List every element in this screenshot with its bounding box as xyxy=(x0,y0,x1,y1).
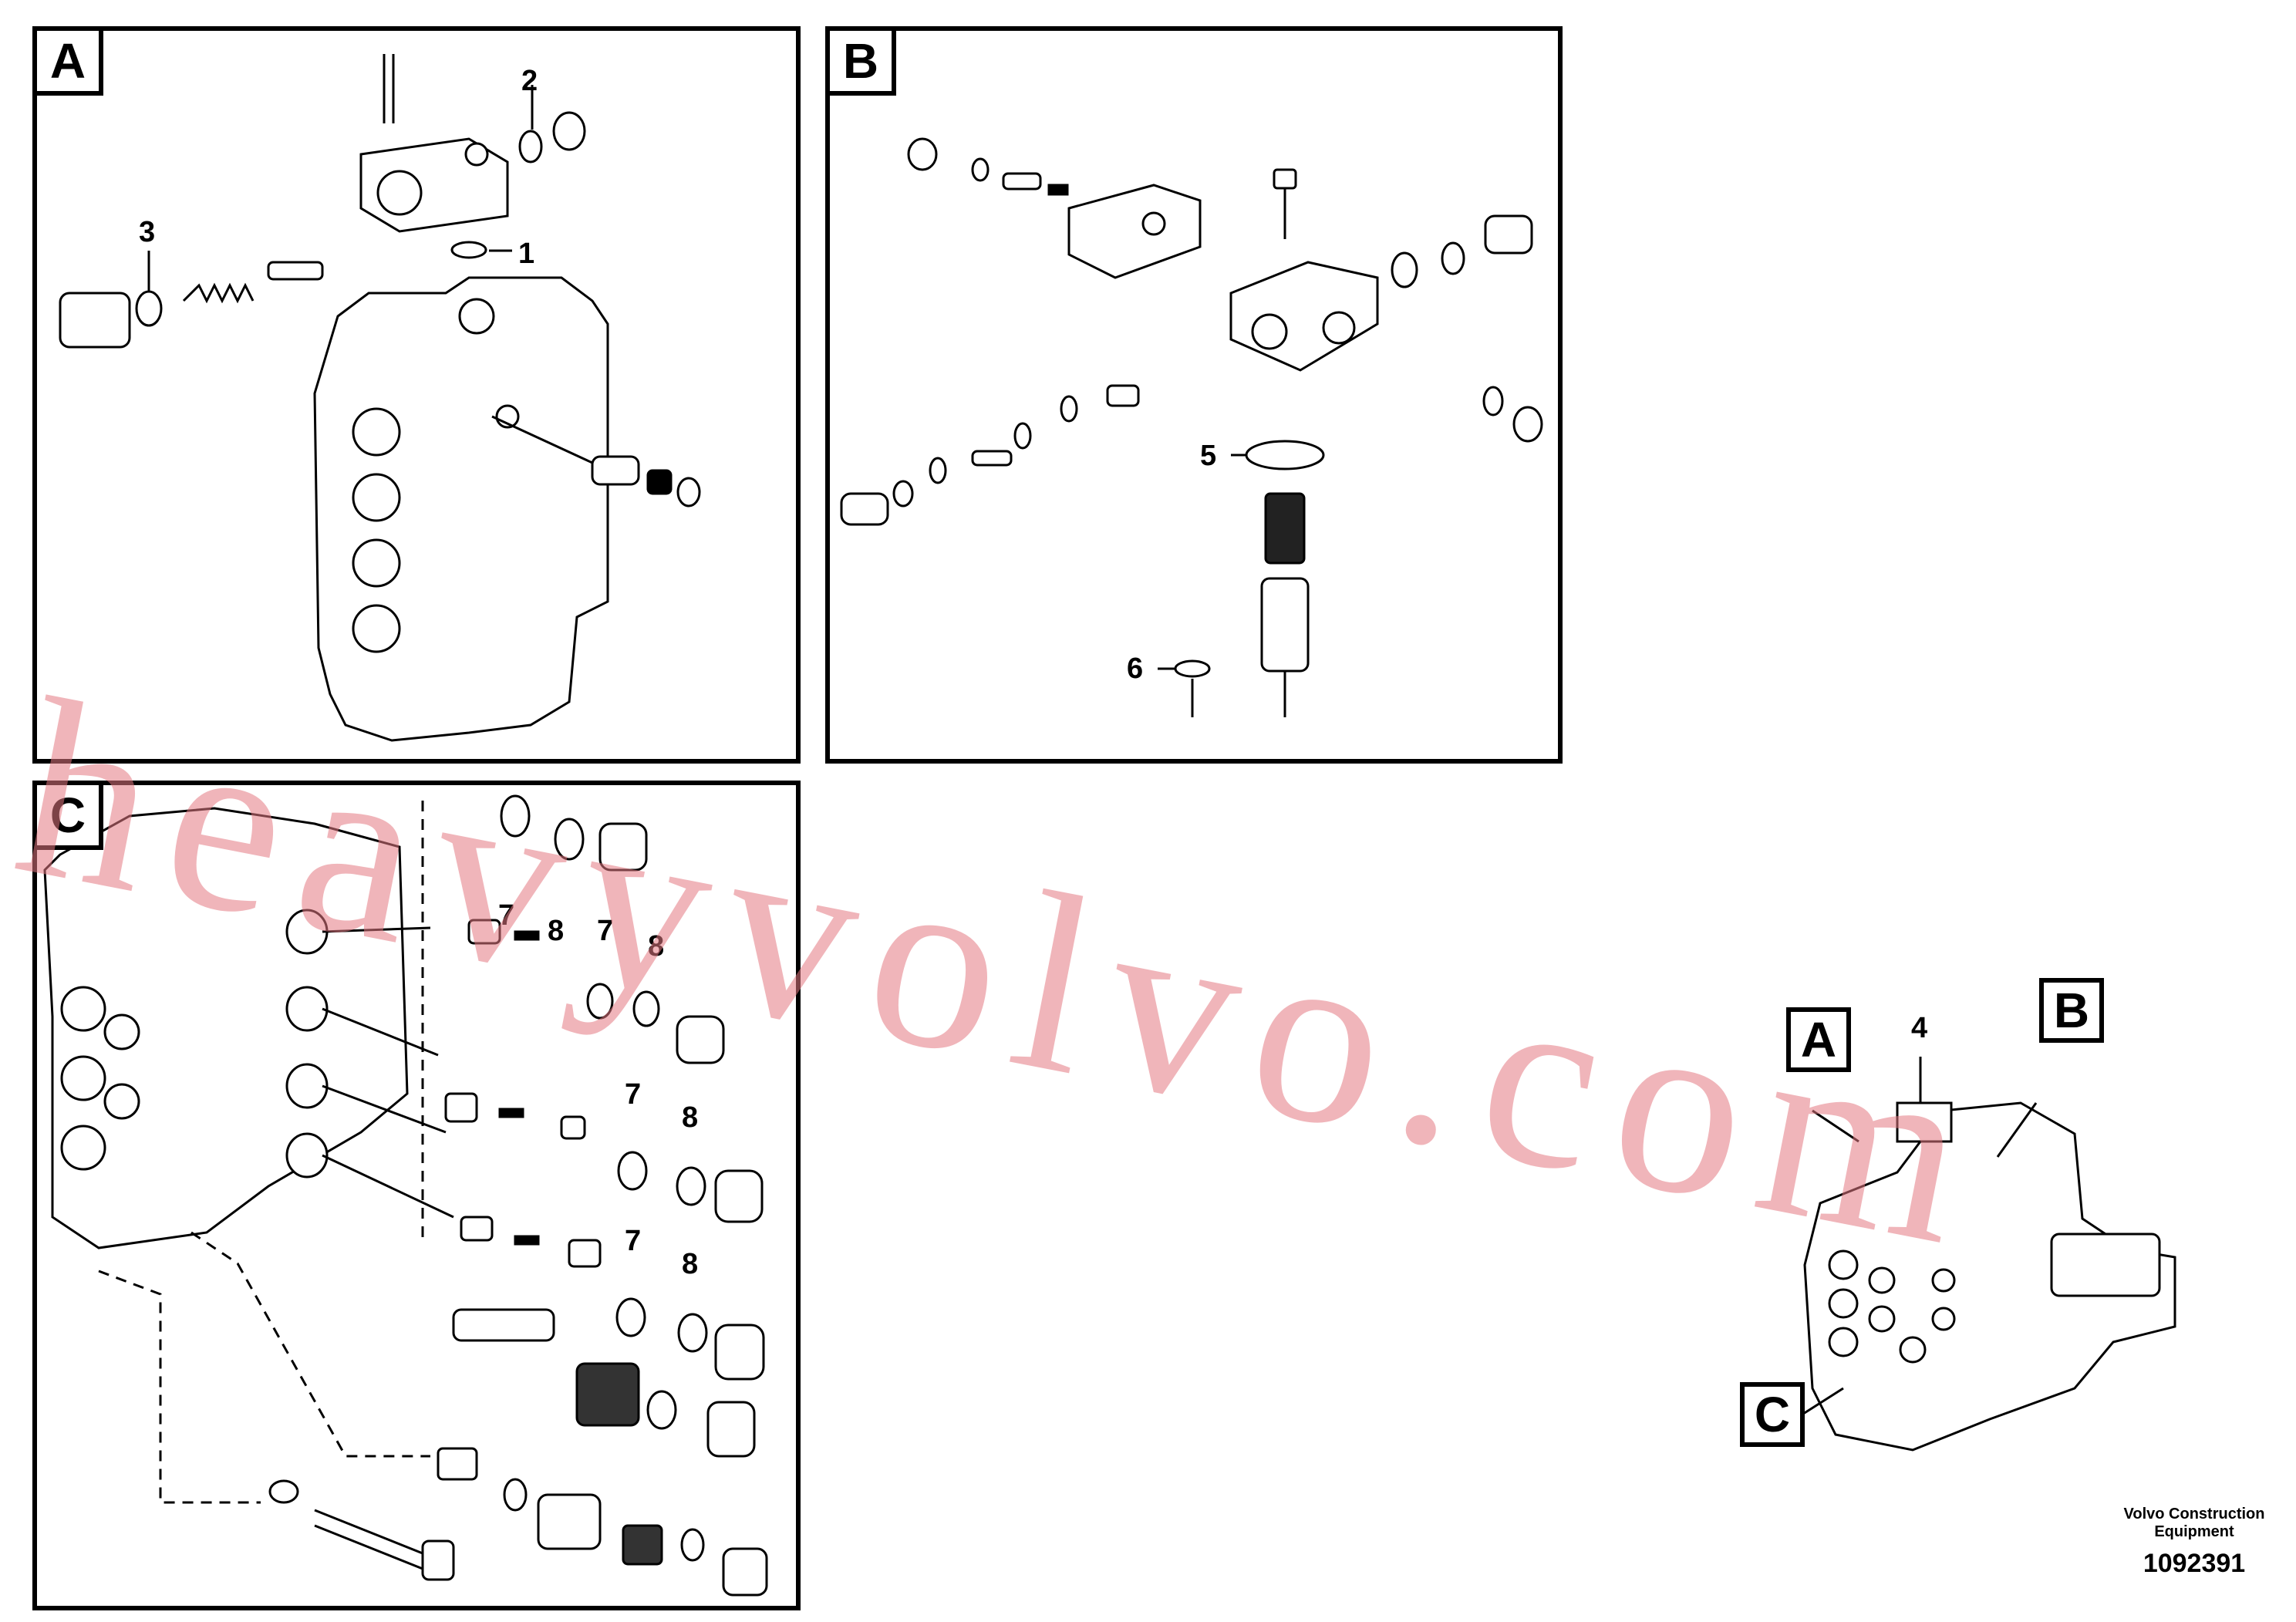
overview-label-c: C xyxy=(1740,1382,1805,1447)
seal-5 xyxy=(1245,440,1325,470)
callout-8d: 8 xyxy=(682,1248,699,1280)
callout-2: 2 xyxy=(521,65,538,97)
panel-c-drawing xyxy=(43,794,768,1597)
panel-a: A 1 2 3 xyxy=(32,26,801,764)
callout-7d: 7 xyxy=(625,1225,642,1257)
callout-6: 6 xyxy=(1127,653,1144,685)
overview-assembly xyxy=(1803,1101,2176,1452)
overview-label-b: B xyxy=(2039,978,2104,1043)
callout-7c: 7 xyxy=(625,1078,642,1111)
panel-c-label: C xyxy=(37,785,103,850)
panel-b-drawing xyxy=(840,137,1543,717)
callout-8b: 8 xyxy=(648,930,665,963)
overview-label-a: A xyxy=(1786,1007,1851,1072)
seal-3 xyxy=(135,290,163,327)
panel-b: B 5 6 xyxy=(825,26,1563,764)
right-block xyxy=(1229,261,1379,372)
company-name: Volvo Construction Equipment xyxy=(2123,1506,2265,1540)
callout-7b: 7 xyxy=(597,915,614,947)
valve-body xyxy=(43,807,409,1249)
seal-6 xyxy=(1174,659,1211,678)
seal-2 xyxy=(518,130,543,164)
panel-c: C 7 8 7 8 7 8 7 8 xyxy=(32,781,801,1610)
callout-5: 5 xyxy=(1200,440,1217,472)
overview-drawing xyxy=(1800,1057,2176,1452)
callout-1: 1 xyxy=(518,238,535,270)
panel-b-label: B xyxy=(830,31,896,96)
panel-a-drawing xyxy=(59,54,701,742)
callout-8a: 8 xyxy=(548,915,565,947)
seal-1 xyxy=(450,241,487,259)
callout-3: 3 xyxy=(139,216,156,248)
callout-7a: 7 xyxy=(498,899,515,932)
callout-8c: 8 xyxy=(682,1101,699,1134)
left-block xyxy=(1067,184,1202,279)
panel-a-label: A xyxy=(37,31,103,96)
overview-callout-4: 4 xyxy=(1911,1012,1928,1044)
drawing-number: 1092391 xyxy=(2143,1549,2246,1578)
